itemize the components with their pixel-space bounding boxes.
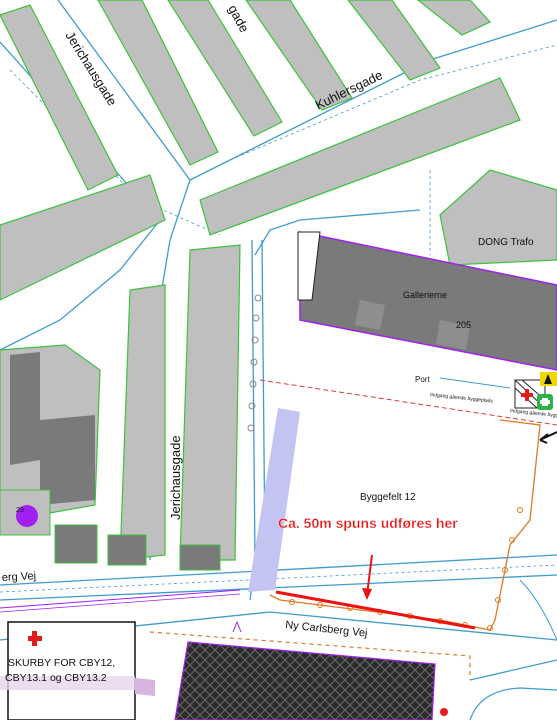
street-label-ny-carlsberg-vej: Ny Carlsberg Vej bbox=[285, 619, 368, 640]
gallerierne-building: Gallerierne 205 bbox=[297, 231, 557, 371]
red-cross-icon bbox=[521, 389, 533, 401]
road-outlines bbox=[0, 0, 557, 681]
bottom-red-marker bbox=[440, 708, 448, 716]
byggefelt-label: Byggefelt 12 bbox=[360, 492, 416, 503]
small-purple-arrow bbox=[232, 620, 242, 633]
column-markers bbox=[247, 294, 262, 432]
first-aid-icon bbox=[537, 394, 553, 410]
site-entry-area bbox=[514, 372, 557, 444]
arrow-icon bbox=[539, 431, 557, 444]
street-label-jerichausgade-lower: Jerichausgade bbox=[168, 435, 183, 520]
hatched-area bbox=[174, 641, 436, 720]
building-number-label: 205 bbox=[456, 320, 471, 330]
spuns-arrow bbox=[366, 554, 373, 596]
port-line bbox=[439, 377, 511, 389]
skurby-line-1: SKURBY FOR CBY12, bbox=[8, 657, 115, 669]
street-label-erg-vej: erg Vej bbox=[2, 570, 37, 584]
left-buildings bbox=[0, 344, 221, 571]
bottom-orange-boundary bbox=[149, 631, 471, 680]
skurby-box bbox=[7, 621, 136, 720]
spuns-annotation: Ca. 50m spuns udføres her bbox=[278, 515, 458, 531]
spuns-line bbox=[275, 590, 476, 630]
bottom-right-road bbox=[469, 687, 557, 720]
byggefelt-boundary bbox=[259, 379, 557, 426]
street-label-gade-fragment: gade bbox=[225, 2, 252, 35]
purple-marker bbox=[16, 505, 38, 527]
skurby-lavender-band bbox=[135, 678, 155, 696]
purple-lines bbox=[0, 589, 241, 609]
circle-number-label: 23 bbox=[16, 507, 24, 514]
skurby-line-2: CBY13.1 og CBY13.2 bbox=[5, 672, 107, 684]
skurby-cross-icon bbox=[28, 631, 42, 646]
dong-trafo-label: DONG Trafo bbox=[478, 237, 534, 248]
gallerierne-label: Gallerierne bbox=[403, 290, 447, 300]
route-label-1: Indgang gående byggeplads bbox=[430, 391, 494, 405]
dong-trafo-building: DONG Trafo bbox=[439, 169, 557, 266]
upper-buildings bbox=[0, 0, 521, 561]
byggefelt-orange-boundary bbox=[269, 419, 541, 631]
port-label: Port bbox=[415, 375, 430, 384]
lavender-strip bbox=[248, 408, 300, 592]
